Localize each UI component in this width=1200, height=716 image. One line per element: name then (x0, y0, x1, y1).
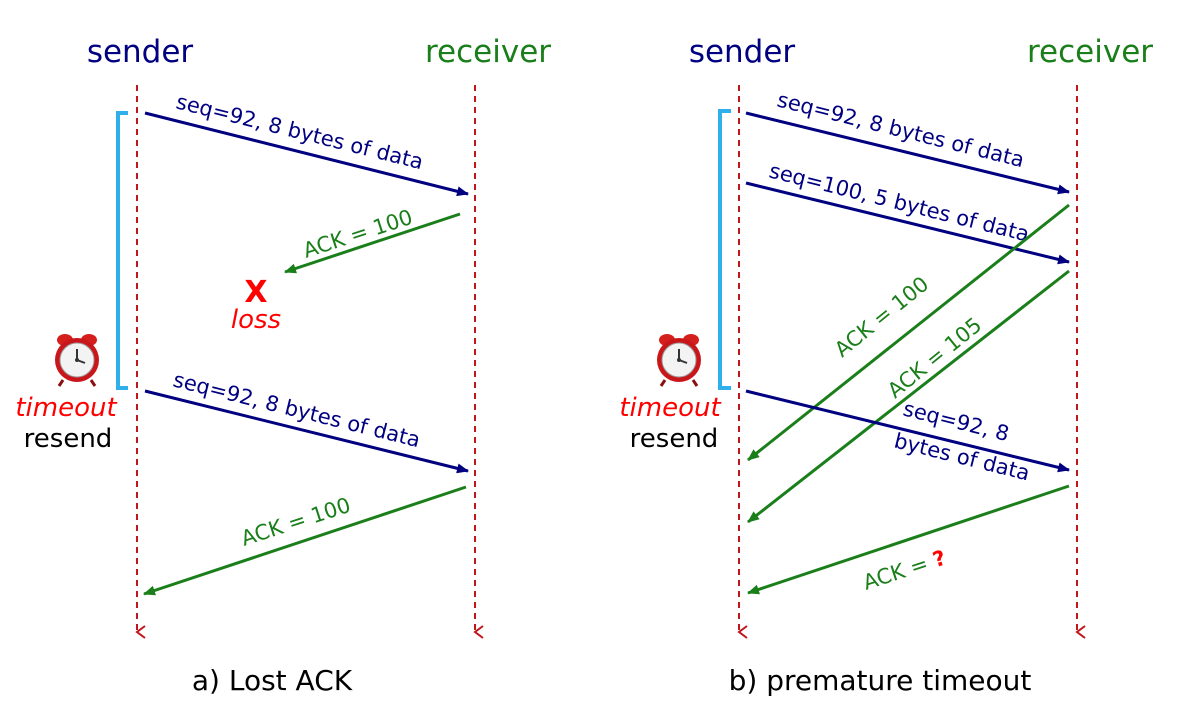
sender-label: sender (87, 34, 194, 70)
timeout-bracket (116, 111, 128, 390)
scenario-a: sender receiver seq=92, 8 bytes of data … (15, 34, 551, 697)
loss-label: loss (231, 305, 281, 335)
sender-label: sender (689, 34, 796, 70)
segment-arrow-1 (745, 111, 1070, 195)
segment-arrow (144, 111, 469, 197)
resend-label: resend (24, 424, 113, 454)
receiver-label: receiver (425, 34, 551, 70)
ack-arrow-100 (747, 203, 1070, 462)
retransmit-arrow (745, 389, 1070, 473)
retransmit-arrow (144, 389, 469, 474)
ack-arrow-second (143, 485, 467, 596)
scenario-b: sender receiver seq=92, 8 bytes of data … (619, 34, 1153, 697)
timeout-bracket (718, 109, 731, 390)
loss-mark: X (244, 275, 267, 310)
retransmit-label-line2: bytes of data (892, 429, 1032, 486)
segment-label: seq=92, 8 bytes of data (174, 90, 426, 175)
alarm-clock-icon (53, 332, 101, 388)
timeout-label: timeout (15, 393, 117, 423)
receiver-label: receiver (1027, 34, 1153, 70)
ack-label-prefix: ACK = (860, 549, 937, 595)
alarm-clock-icon (655, 332, 703, 388)
ack-label-100: ACK = 100 (830, 272, 933, 362)
caption-b: b) premature timeout (729, 664, 1032, 697)
ack-arrow-unknown (747, 484, 1070, 595)
resend-label: resend (630, 424, 719, 454)
ack-arrow-lost (284, 212, 461, 274)
ack-arrow-105 (747, 269, 1070, 524)
caption-a: a) Lost ACK (192, 664, 353, 697)
ack-label-unknown: ACK = ? (860, 545, 949, 594)
ack-label-105: ACK = 105 (883, 313, 986, 403)
retransmit-label: seq=92, 8 bytes of data (171, 368, 423, 453)
timeout-label: timeout (619, 393, 721, 423)
